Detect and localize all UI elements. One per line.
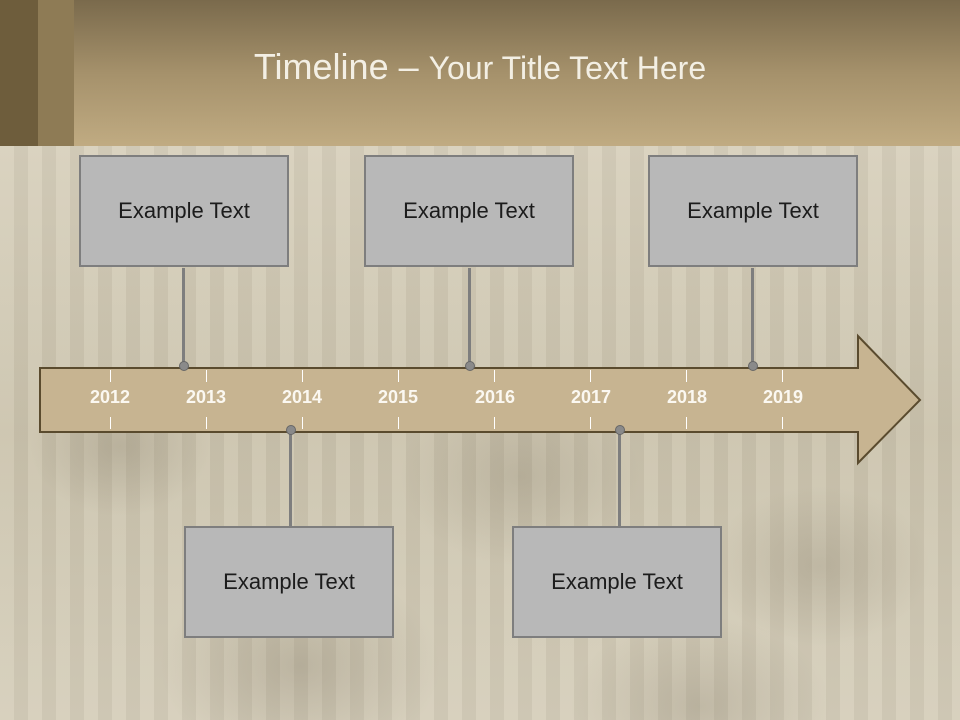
event-marker bbox=[286, 425, 296, 435]
year-label: 2013 bbox=[185, 387, 227, 407]
event-connector bbox=[468, 268, 471, 366]
event-box-top: Example Text bbox=[79, 155, 289, 267]
event-box-bottom: Example Text bbox=[512, 526, 722, 638]
year-label: 2018 bbox=[666, 387, 708, 407]
event-connector bbox=[289, 430, 292, 528]
tick-top bbox=[686, 370, 687, 382]
tick-bottom bbox=[206, 417, 207, 429]
tick-bottom bbox=[398, 417, 399, 429]
event-connector bbox=[618, 430, 621, 528]
year-label: 2016 bbox=[474, 387, 516, 407]
year-label: 2015 bbox=[377, 387, 419, 407]
year-label: 2014 bbox=[281, 387, 323, 407]
header-accent-bar bbox=[0, 0, 38, 146]
tick-top bbox=[782, 370, 783, 382]
slide-title: Timeline – Your Title Text Here bbox=[253, 46, 707, 87]
year-label: 2017 bbox=[570, 387, 612, 407]
tick-bottom bbox=[686, 417, 687, 429]
event-marker bbox=[615, 425, 625, 435]
tick-bottom bbox=[782, 417, 783, 429]
tick-top bbox=[302, 370, 303, 382]
tick-bottom bbox=[494, 417, 495, 429]
year-label: 2012 bbox=[89, 387, 131, 407]
event-box-bottom: Example Text bbox=[184, 526, 394, 638]
year-label: 2019 bbox=[762, 387, 804, 407]
event-connector bbox=[751, 268, 754, 366]
tick-top bbox=[110, 370, 111, 382]
tick-top bbox=[494, 370, 495, 382]
tick-top bbox=[590, 370, 591, 382]
tick-bottom bbox=[302, 417, 303, 429]
header-band: Timeline – Your Title Text Here bbox=[0, 0, 960, 146]
tick-top bbox=[206, 370, 207, 382]
event-marker bbox=[748, 361, 758, 371]
tick-bottom bbox=[590, 417, 591, 429]
event-connector bbox=[182, 268, 185, 366]
event-marker bbox=[179, 361, 189, 371]
event-box-top: Example Text bbox=[648, 155, 858, 267]
header-accent-bar-2 bbox=[38, 0, 74, 146]
tick-bottom bbox=[110, 417, 111, 429]
event-marker bbox=[465, 361, 475, 371]
event-box-top: Example Text bbox=[364, 155, 574, 267]
tick-top bbox=[398, 370, 399, 382]
